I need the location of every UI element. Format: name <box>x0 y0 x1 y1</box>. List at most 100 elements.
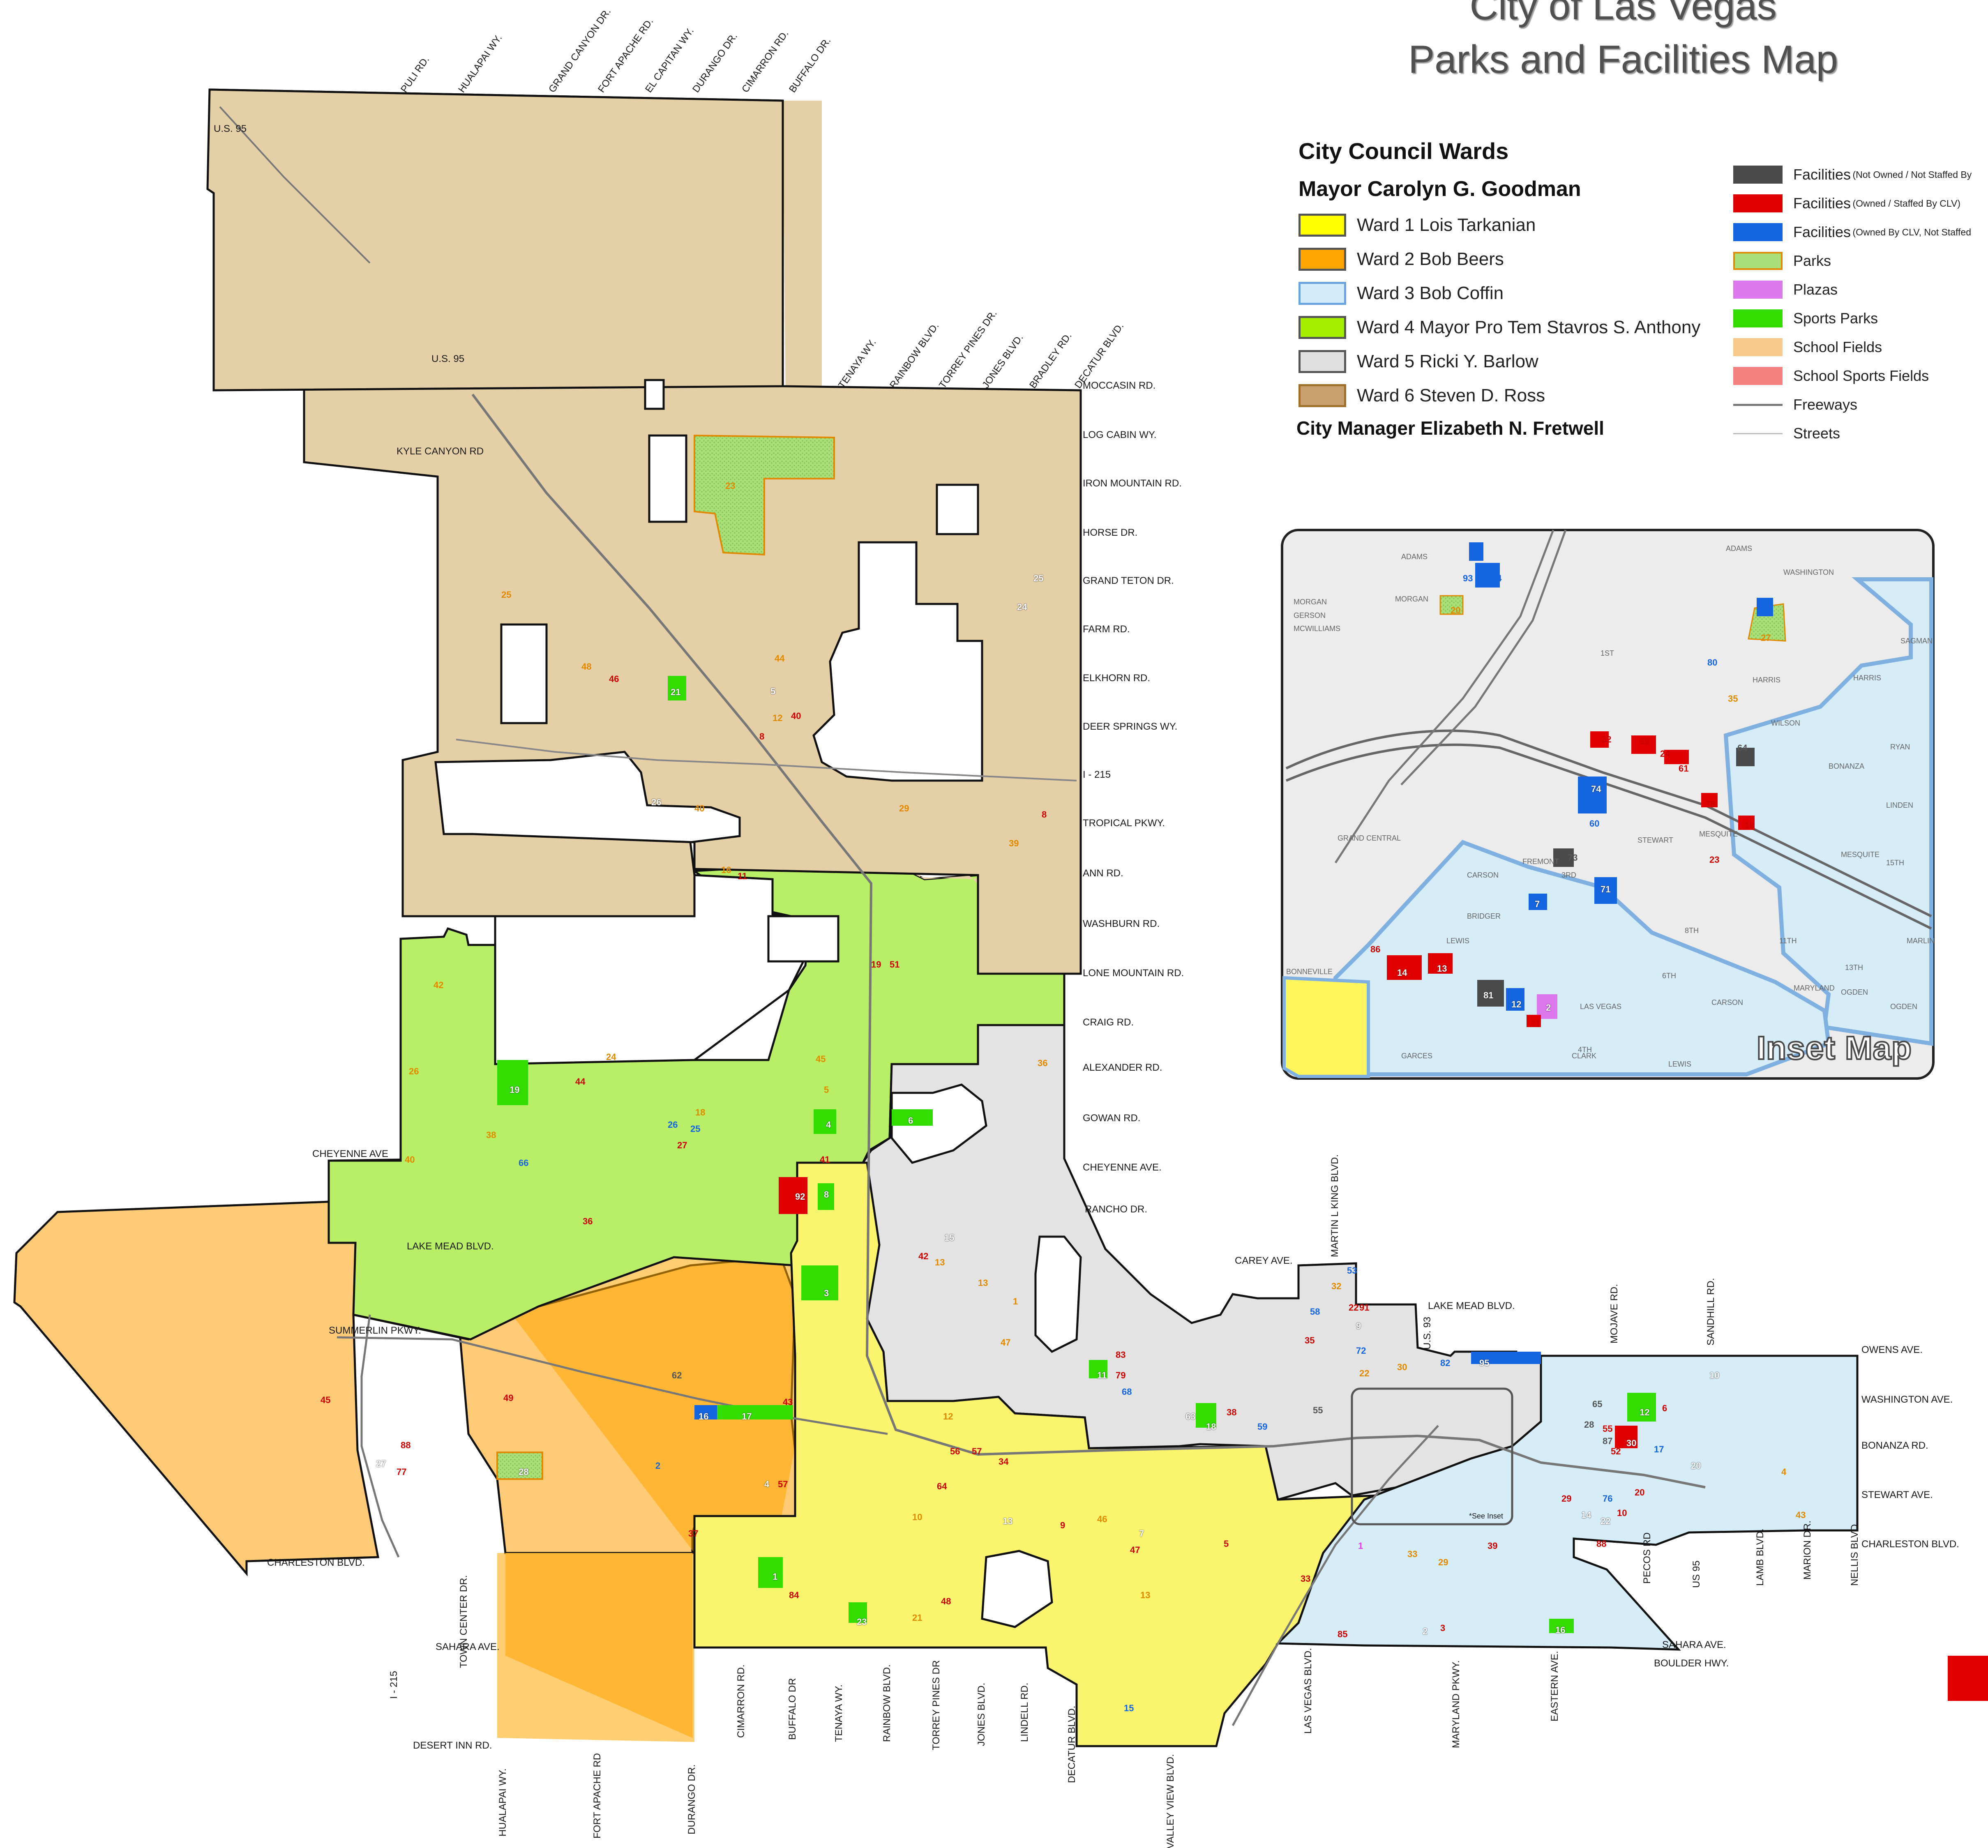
facility-marker[interactable]: 20 <box>1635 1487 1645 1498</box>
facility-marker[interactable]: 76 <box>1603 1493 1613 1504</box>
facility-marker[interactable]: 43 <box>1796 1510 1806 1520</box>
facility-marker[interactable]: 4 <box>1781 1467 1787 1477</box>
facility-marker[interactable]: 58 <box>1310 1307 1320 1317</box>
facility-marker[interactable]: 6 <box>1662 1403 1667 1413</box>
facility-marker[interactable]: 42 <box>434 980 444 990</box>
facility-marker[interactable]: 66 <box>519 1158 529 1168</box>
ward-legend-2[interactable]: Ward 2 Bob Beers <box>1298 246 1504 273</box>
facility-marker[interactable]: 3 <box>1440 1623 1446 1633</box>
facility-marker[interactable]: 4 <box>764 1479 770 1489</box>
facility-marker[interactable]: 26 <box>668 1120 678 1130</box>
inset-facility-marker[interactable]: 73 <box>1568 853 1578 863</box>
facility-marker[interactable]: 40 <box>694 803 705 813</box>
legend-parks[interactable]: Parks <box>1733 251 1831 271</box>
inset-facility-marker[interactable]: 71 <box>1601 884 1611 894</box>
ward-legend-3[interactable]: Ward 3 Bob Coffin <box>1298 280 1504 307</box>
facility-marker[interactable]: 10 <box>1617 1508 1627 1518</box>
facility-marker[interactable]: 84 <box>789 1590 799 1600</box>
facility-marker[interactable]: 2 <box>1423 1626 1428 1636</box>
facility-marker[interactable]: 14 <box>1581 1510 1591 1520</box>
facility-marker[interactable]: 88 <box>1596 1539 1607 1549</box>
facility-marker[interactable]: 8 <box>824 1189 829 1200</box>
excluded-area-3[interactable] <box>936 484 979 535</box>
inset-facility-marker[interactable]: 20 <box>1451 605 1461 615</box>
excluded-area-north[interactable] <box>812 541 983 782</box>
sports-park-19[interactable] <box>497 1060 528 1105</box>
sports-park-4[interactable] <box>814 1109 836 1134</box>
inset-map[interactable] <box>1281 529 1935 1080</box>
facility-marker[interactable]: 48 <box>581 661 592 672</box>
facility-marker[interactable]: 25 <box>501 590 512 600</box>
facility-marker[interactable]: 83 <box>1116 1350 1126 1360</box>
facility-marker[interactable]: 39 <box>1488 1541 1498 1551</box>
facility-marker[interactable]: 62 <box>672 1370 682 1380</box>
facility-marker[interactable]: 91 <box>1359 1302 1370 1313</box>
ward-legend-5[interactable]: Ward 5 Ricki Y. Barlow <box>1298 348 1538 375</box>
facility-marker[interactable]: 5 <box>770 686 776 696</box>
facility-marker[interactable]: 3 <box>824 1288 829 1298</box>
facility-marker[interactable]: 45 <box>321 1395 331 1405</box>
facility-marker[interactable]: 5 <box>824 1085 829 1095</box>
excluded-area-4[interactable] <box>767 915 839 963</box>
facility-marker[interactable]: 17 <box>742 1411 752 1422</box>
facility-marker[interactable]: 18 <box>1206 1422 1216 1432</box>
inset-facility-marker[interactable]: 64 <box>1737 743 1748 753</box>
facility-marker[interactable]: 47 <box>1001 1337 1011 1348</box>
facility-marker[interactable]: 30 <box>1626 1438 1637 1448</box>
facility-marker[interactable]: 13 <box>978 1278 988 1288</box>
facility-marker[interactable]: 27 <box>376 1459 386 1469</box>
inset-facility-marker[interactable]: 74 <box>1591 784 1601 794</box>
legend-facility-owned-not-staffed[interactable]: Facilities (Owned By CLV, Not Staffed <box>1733 222 1971 242</box>
facility-marker[interactable]: 21 <box>912 1613 923 1623</box>
facility-marker[interactable]: 9 <box>1060 1520 1065 1530</box>
facility-marker[interactable]: 34 <box>999 1456 1009 1467</box>
sports-park-3[interactable] <box>801 1265 838 1300</box>
facility-marker[interactable]: 4 <box>826 1120 831 1130</box>
facility-marker[interactable]: 27 <box>677 1140 687 1150</box>
legend-freeways[interactable]: Freeways <box>1733 394 1857 415</box>
excluded-area-8[interactable] <box>981 1550 1053 1628</box>
legend-facility-not-owned[interactable]: Facilities (Not Owned / Not Staffed By <box>1733 164 1972 185</box>
inset-facility-marker[interactable]: 75 <box>1473 542 1483 553</box>
facility-marker[interactable]: 9 <box>1356 1321 1361 1331</box>
facility-marker[interactable]: 21 <box>671 687 681 697</box>
inset-facility-marker[interactable]: 69 <box>1640 736 1650 747</box>
facility-marker[interactable]: 95 <box>1479 1358 1490 1368</box>
facility-marker[interactable]: 20 <box>1691 1461 1701 1471</box>
facility-marker[interactable]: 22 <box>1601 1516 1611 1526</box>
facility-marker[interactable]: 26 <box>651 797 662 807</box>
excluded-area-7[interactable] <box>1034 1235 1082 1353</box>
sports-park-1[interactable] <box>758 1557 783 1588</box>
ward-legend-1[interactable]: Ward 1 Lois Tarkanian <box>1298 212 1536 239</box>
ward-6-top[interactable] <box>206 88 784 392</box>
facility-marker[interactable]: 46 <box>609 674 619 684</box>
park-28[interactable] <box>496 1452 543 1480</box>
facility-marker[interactable]: 55 <box>1603 1424 1613 1434</box>
legend-facility-owned-staffed[interactable]: Facilities (Owned / Staffed By CLV) <box>1733 193 1960 214</box>
facility-marker[interactable]: 77 <box>397 1467 407 1477</box>
facility-marker[interactable]: 11 <box>1097 1370 1107 1380</box>
inset-facility-marker[interactable]: 27 <box>1761 633 1771 643</box>
legend-streets[interactable]: Streets <box>1733 423 1840 444</box>
facility-marker[interactable]: 87 <box>1603 1436 1613 1446</box>
facility-marker[interactable]: 57 <box>778 1479 788 1489</box>
facility-marker[interactable]: 29 <box>1561 1493 1572 1504</box>
facility-marker[interactable]: 16 <box>1555 1625 1566 1635</box>
ward-3-area[interactable] <box>1275 1355 1859 1651</box>
facility-marker[interactable]: 38 <box>486 1130 496 1140</box>
facility-marker[interactable]: 25 <box>1033 573 1044 583</box>
inset-facility-marker[interactable]: 31 <box>1531 1019 1541 1029</box>
facility-marker[interactable]: 10 <box>1709 1370 1720 1380</box>
facility-marker[interactable]: 52 <box>1611 1446 1621 1456</box>
sports-park-8[interactable] <box>818 1183 834 1210</box>
inset-facility-marker[interactable]: 23 <box>1709 855 1720 865</box>
facility-marker[interactable]: 12 <box>1640 1407 1650 1417</box>
facility-marker[interactable]: 25 <box>690 1124 701 1134</box>
legend-plazas[interactable]: Plazas <box>1733 279 1838 300</box>
facility-marker[interactable]: 23 <box>725 481 736 491</box>
facility-marker[interactable]: 28 <box>519 1467 529 1477</box>
ward-legend-4[interactable]: Ward 4 Mayor Pro Tem Stavros S. Anthony <box>1298 314 1700 341</box>
legend-school-fields[interactable]: School Fields <box>1733 337 1882 357</box>
excluded-area-6[interactable] <box>890 1083 987 1164</box>
inset-facility-marker[interactable]: 78 <box>1705 799 1716 809</box>
